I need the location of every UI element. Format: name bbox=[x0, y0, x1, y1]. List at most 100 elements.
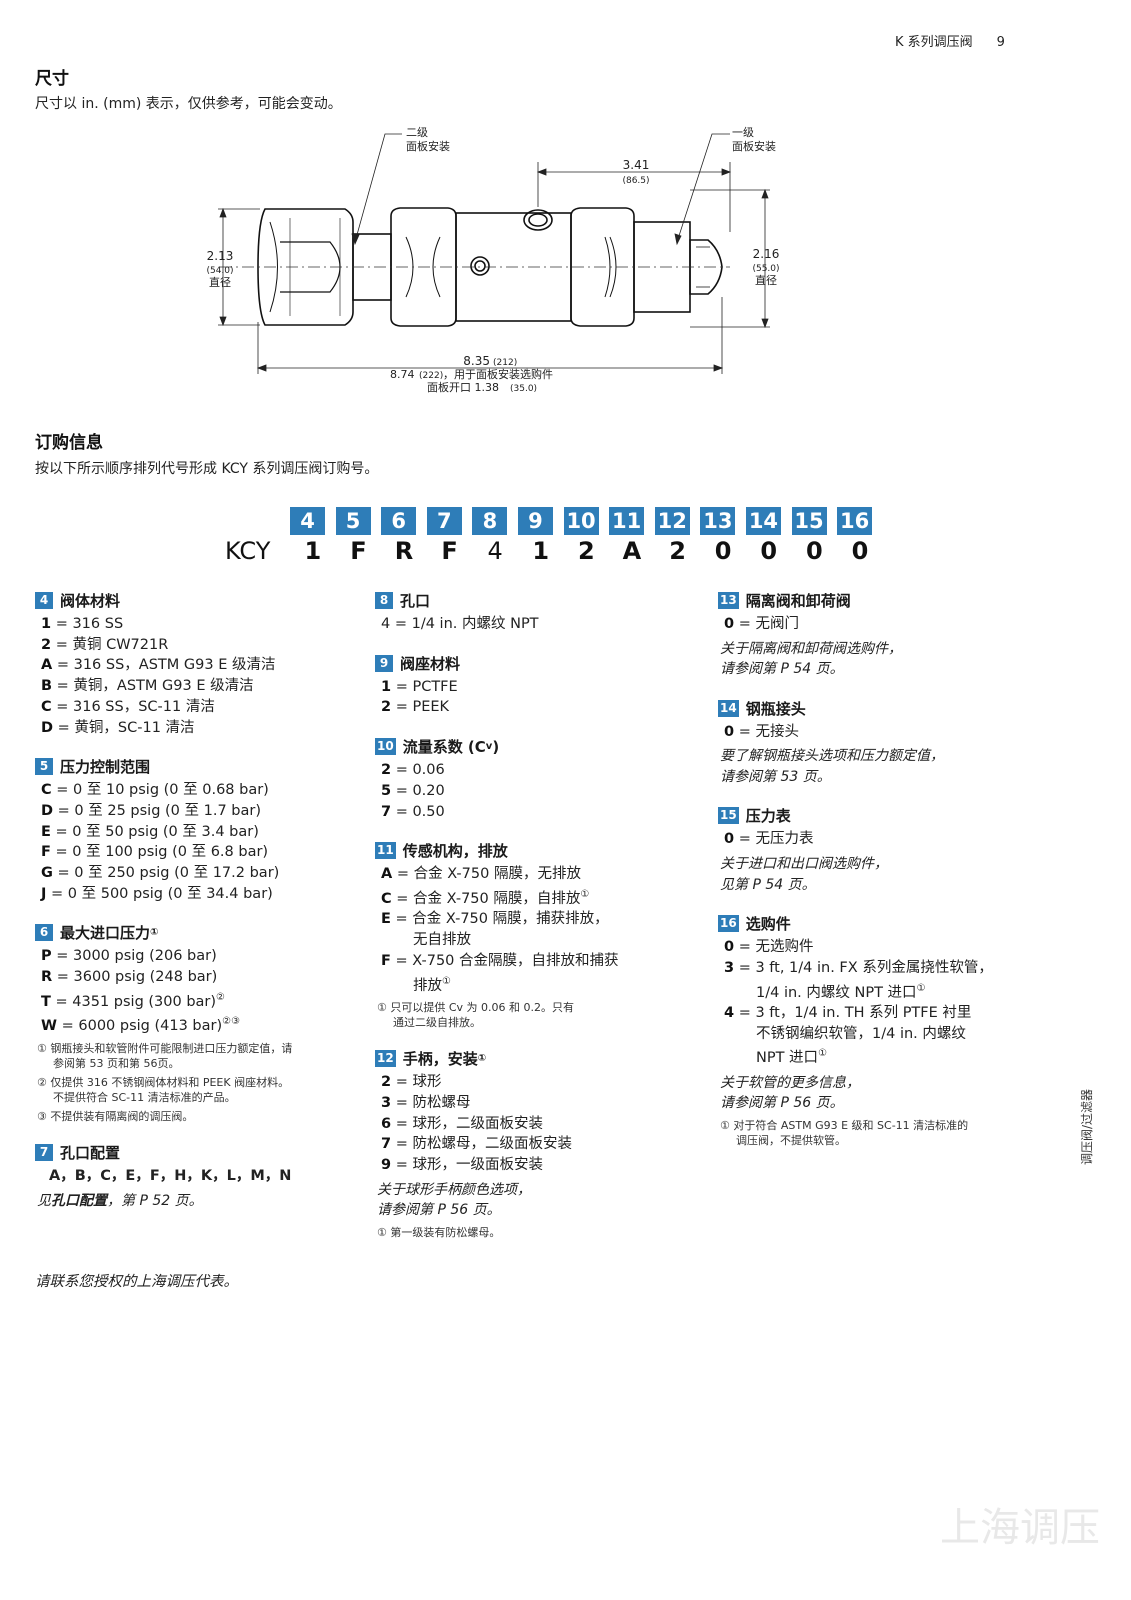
option-row: W = 6000 psig (413 bar)②③ bbox=[41, 1016, 241, 1035]
footnote: 调压阀，不提供软管。 bbox=[736, 1133, 846, 1147]
option-row: 4 = 1/4 in. 内螺纹 NPT bbox=[381, 616, 539, 632]
group-title: 手柄，安装 bbox=[402, 1050, 478, 1069]
port-config-note: 见孔口配置，第 P 52 页。 bbox=[37, 1192, 203, 1209]
option-row: 1 = PCTFE bbox=[381, 678, 458, 695]
option-row: 3 = 防松螺母 bbox=[381, 1094, 471, 1111]
option-row: 2 = 球形 bbox=[381, 1074, 442, 1091]
cylinder-note: 请参阅第 53 页。 bbox=[720, 768, 831, 785]
option-row: 0 = 无选购件 bbox=[724, 939, 814, 956]
footnote: ① 对于符合 ASTM G93 E 级和 SC-11 清洁标准的 bbox=[720, 1118, 969, 1132]
ordering-subtitle: 按以下所示顺序排列代号形成 KCY 系列调压阀订购号。 bbox=[35, 461, 379, 477]
footnote: 通过二级自排放。 bbox=[393, 1016, 481, 1030]
option-row: C = 合金 X-750 隔膜，自排放① bbox=[381, 888, 590, 907]
code-value: F bbox=[441, 537, 458, 565]
option-row: 6 = 球形，二级面板安装 bbox=[381, 1115, 543, 1132]
group-number: 7 bbox=[35, 1143, 53, 1161]
group-title: 传感机构，排放 bbox=[402, 842, 508, 861]
option-row: 7 = 0.50 bbox=[381, 803, 445, 820]
series-title: K 系列调压阀 bbox=[895, 35, 973, 50]
option-row-cont: 无自排放 bbox=[413, 932, 471, 949]
dimensions-subtitle: 尺寸以 in. (mm) 表示，仅供参考，可能会变动。 bbox=[35, 96, 342, 112]
dim-213: 2.13 bbox=[207, 249, 234, 263]
side-tab-label: 调压阀/过滤器 bbox=[1080, 1088, 1094, 1165]
position-box: 9 bbox=[517, 507, 553, 535]
code-value: 2 bbox=[669, 537, 686, 565]
option-row: 0 = 无压力表 bbox=[724, 831, 814, 848]
code-value: F bbox=[350, 537, 367, 565]
group-number: 10 bbox=[375, 738, 396, 756]
group-number: 4 bbox=[35, 592, 53, 609]
footnote: ③ 不提供装有隔离阀的调压阀。 bbox=[37, 1109, 194, 1123]
dim-341: 3.41 bbox=[623, 158, 650, 172]
order-code-positions: 4 5 6 7 8 9 10 11 12 13 14 15 16 bbox=[290, 507, 883, 535]
option-row: P = 3000 psig (206 bar) bbox=[41, 948, 217, 965]
label-secondary-line2: 面板安装 bbox=[406, 139, 450, 153]
footnote: 不提供符合 SC-11 清洁标准的产品。 bbox=[53, 1090, 236, 1104]
code-value: 2 bbox=[578, 537, 595, 565]
option-row: R = 3600 psig (248 bar) bbox=[41, 969, 218, 986]
code-value: 0 bbox=[805, 537, 823, 565]
dim-216: 2.16 bbox=[753, 247, 780, 261]
option-row: T = 4351 psig (300 bar)② bbox=[41, 991, 226, 1010]
ordering-title: 订购信息 bbox=[35, 433, 103, 453]
code-value: R bbox=[394, 537, 414, 565]
label-secondary-line1: 二级 bbox=[406, 126, 428, 139]
dim-213-mm: (54.0) bbox=[206, 266, 233, 276]
code-value: 1 bbox=[532, 537, 550, 565]
group-number: 13 bbox=[718, 592, 739, 609]
position-box: 7 bbox=[426, 507, 462, 535]
group-title: 隔离阀和卸荷阀 bbox=[745, 592, 851, 610]
option-row: B = 黄铜，ASTM G93 E 级清洁 bbox=[41, 678, 254, 695]
page-number: 9 bbox=[996, 35, 1005, 50]
code-value: 4 bbox=[487, 537, 503, 565]
group-title: 阀座材料 bbox=[400, 654, 461, 673]
gauge-note: 关于进口和出口阀选购件， bbox=[720, 856, 888, 873]
option-row: F = X-750 合金隔膜，自排放和捕获 bbox=[381, 952, 619, 969]
group-title: 孔口配置 bbox=[60, 1143, 121, 1162]
group-title: 阀体材料 bbox=[60, 592, 121, 610]
gauge-note: 见第 P 54 页。 bbox=[720, 876, 816, 893]
footnote: ① 钢瓶接头和软管附件可能限制进口压力额定值，请 bbox=[37, 1041, 293, 1055]
dim-874-note: ，用于面板安装选购件 bbox=[443, 367, 553, 381]
group-number: 14 bbox=[718, 699, 739, 717]
position-box: 8 bbox=[472, 507, 508, 535]
group-number: 11 bbox=[375, 842, 396, 860]
option-row: 0 = 无阀门 bbox=[724, 616, 799, 632]
option-row: 9 = 球形，一级面板安装 bbox=[381, 1156, 543, 1173]
option-row-cont: 不锈钢编织软管，1/4 in. 内螺纹 bbox=[756, 1025, 966, 1042]
option-row: E = 合金 X-750 隔膜，捕获排放， bbox=[381, 911, 609, 928]
position-box: 6 bbox=[381, 507, 417, 535]
label-primary-line2: 面板安装 bbox=[732, 139, 776, 153]
position-box: 12 bbox=[654, 507, 690, 535]
dim-835: 8.35 bbox=[463, 354, 490, 368]
group-number: 9 bbox=[375, 654, 393, 672]
code-value: 1 bbox=[304, 537, 322, 565]
handle-note: 请参阅第 P 56 页。 bbox=[377, 1202, 501, 1219]
dim-341-mm: (86.5) bbox=[622, 176, 649, 186]
group-title: 钢瓶接头 bbox=[745, 699, 806, 718]
option-row: J = 0 至 500 psig (0 至 34.4 bar) bbox=[41, 885, 273, 902]
order-code-values: KCY 1 F R F 4 1 2 A 2 0 0 0 0 bbox=[225, 537, 883, 565]
option-row: F = 0 至 100 psig (0 至 6.8 bar) bbox=[41, 844, 269, 861]
group-number: 15 bbox=[718, 807, 739, 825]
group-number: 5 bbox=[35, 758, 53, 776]
position-box: 4 bbox=[290, 507, 325, 535]
option-row: 0 = 无接头 bbox=[724, 723, 799, 740]
hose-note: 关于软管的更多信息， bbox=[720, 1074, 860, 1091]
option-row: 2 = 黄铜 CW721R bbox=[41, 636, 169, 653]
footnote: 参阅第 53 页和第 56页。 bbox=[53, 1056, 180, 1070]
cylinder-note: 要了解钢瓶接头选项和压力额定值， bbox=[720, 748, 944, 765]
option-row: 3 = 3 ft, 1/4 in. FX 系列金属挠性软管， bbox=[724, 959, 993, 976]
